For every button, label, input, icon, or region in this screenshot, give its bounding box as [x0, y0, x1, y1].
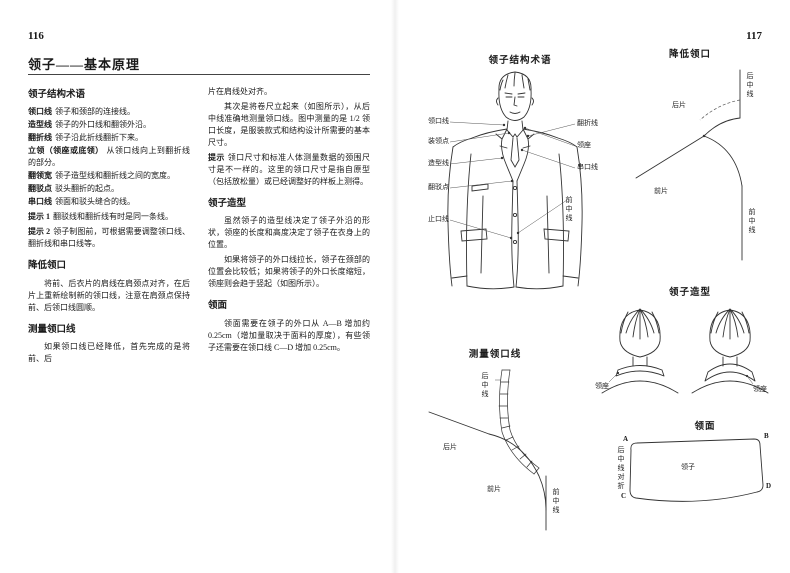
tip-label: 提示: [208, 153, 225, 162]
chapter-title: 领子——基本原理: [28, 57, 141, 72]
term-label: 翻折线: [28, 133, 52, 143]
term-text: 领子造型线和翻折线之间的宽度。: [55, 171, 175, 181]
figure-title-lower-neckline: 降低领口: [668, 50, 711, 60]
term-item: 造型线领子的外口线和翻领外沿。: [28, 119, 190, 131]
neckline-diagram: [620, 60, 780, 272]
term-item: 领口线领子和颈部的连接线。: [28, 106, 190, 118]
term-item: 翻折线领子沿此折线翻折下来。: [28, 132, 190, 144]
label-front-piece: 前片: [654, 187, 668, 195]
figure-title-measure-neckline: 测量领口线: [468, 350, 522, 360]
two-heads-drawing: [595, 298, 775, 404]
tip-2-label: 提示 2: [28, 227, 51, 237]
term-text: 领子和颈部的连接线。: [55, 107, 135, 117]
page-right: 117 领子结构术语: [395, 0, 790, 573]
paragraph: 如果将领子的外口线拉长，领子在颈部的位置会比较低；如果将领子的外口长度缩短，领座…: [208, 255, 370, 289]
figure-title-collar-face: 领面: [694, 422, 716, 432]
label-center-back: 后中线: [481, 372, 489, 399]
label-center-front: 前中线: [552, 488, 560, 515]
label-center-back-fold: 后中线对折: [617, 446, 625, 491]
title-rule: [28, 74, 370, 75]
label-back-piece: 后片: [672, 101, 686, 109]
label-center-back: 后中线: [746, 72, 754, 99]
figure-title-terminology: 领子结构术语: [488, 56, 552, 66]
term-label: 立领（领座或底领）: [28, 146, 104, 156]
term-text: 驳头翻折的起点。: [55, 184, 119, 194]
term-label: 翻驳点: [28, 184, 52, 194]
term-label: 串口线: [28, 197, 52, 207]
figure-collar-style: 领座 领座: [595, 298, 775, 404]
tape-measure-diagram: [423, 360, 583, 536]
label-front-piece: 前片: [487, 485, 501, 493]
term-item: 翻领宽领子造型线和翻折线之间的宽度。: [28, 170, 190, 182]
tip: 提示领口尺寸和标准人体测量数据的颈围尺寸是不一样的。这里的领口尺寸是指自原型（包…: [208, 152, 370, 188]
corner-a: A: [623, 435, 629, 443]
jacket-line-drawing: [415, 68, 615, 296]
paragraph: 将前、后衣片的肩线在肩颈点对齐，在后片上重新绘制新的领口线，注意在肩颈点保持前、…: [28, 278, 190, 312]
page-left: 116 领子——基本原理 领子结构术语 领口线领子和颈部的连接线。 造型线领子的…: [28, 30, 370, 368]
term-item: 串口线领面和驳头缝合的线。: [28, 196, 190, 208]
label-collar-piece: 领子: [681, 463, 695, 471]
section-heading-terms: 领子结构术语: [28, 90, 86, 100]
term-text: 领子沿此折线翻折下来。: [55, 133, 143, 143]
page-number-right: 117: [746, 30, 762, 42]
figure-lower-neckline: 后中线 后片 前片 前中线: [620, 60, 780, 272]
label-roll-line: 翻折线: [577, 119, 598, 127]
section-heading-collar-style: 领子造型: [208, 199, 247, 209]
label-gorge-line: 串口线: [577, 163, 598, 171]
term-item: 翻驳点驳头翻折的起点。: [28, 183, 190, 195]
paragraph-continuation: 片在肩线处对齐。: [208, 87, 272, 96]
page-gutter: [391, 0, 399, 573]
figure-collar-terminology: 领口线 装领点 造型线 翻驳点 止口线 翻折线 领座 串口线 前中线: [415, 68, 615, 296]
term-text: 领面和驳头缝合的线。: [55, 197, 135, 207]
corner-b: B: [764, 432, 769, 440]
label-center-front: 前中线: [565, 196, 573, 223]
paragraph: 虽然领子的造型线决定了领子外沿的形状，领座的长度和高度决定了领子在衣身上的位置。: [208, 216, 370, 250]
figure-collar-face: A B C D 领子 后中线对折: [617, 430, 777, 525]
term-label: 造型线: [28, 120, 52, 130]
label-center-front: 前中线: [748, 208, 756, 235]
term-text: 领子的外口线和翻领外沿。: [55, 120, 151, 130]
left-column: 领子结构术语 领口线领子和颈部的连接线。 造型线领子的外口线和翻领外沿。 翻折线…: [28, 86, 190, 368]
paragraph: 如果领口线已经降低，首先完成的是将前、后: [28, 341, 190, 363]
section-heading-lower-neckline: 降低领口: [28, 261, 67, 272]
paragraph: 领面需要在领子的外口从 A—B 增加约 0.25cm（增加量取决于面料的厚度），…: [208, 318, 370, 352]
term-label: 翻领宽: [28, 171, 52, 181]
label-break-point: 翻驳点: [428, 183, 449, 191]
term-label: 领口线: [28, 107, 52, 117]
label-back-piece: 后片: [443, 443, 457, 451]
label-collar-stand: 领座: [577, 141, 591, 149]
label-collar-stand-right: 领座: [753, 385, 767, 393]
label-front-edge: 止口线: [428, 215, 449, 223]
figure-title-collar-style: 领子造型: [668, 288, 711, 298]
collar-pattern-drawing: [617, 430, 777, 525]
label-neckline: 领口线: [428, 117, 449, 125]
label-style-line: 造型线: [428, 159, 449, 167]
page-number-left: 116: [28, 30, 44, 42]
term-item: 立领（领座或底领）从领口线向上到翻折线的部分。: [28, 145, 190, 169]
tip-1-text: 翻驳线和翻折线有时是同一条线。: [53, 212, 173, 222]
section-heading-measure-neckline: 测量领口线: [28, 324, 76, 335]
label-collar-stand-left: 领座: [595, 382, 609, 390]
corner-d: D: [766, 482, 772, 490]
corner-c: C: [621, 492, 627, 500]
label-collar-attach-point: 装领点: [428, 137, 449, 145]
paragraph: 其次是将卷尺立起来（如图所示），从后中线准确地测量领口线。图中测量的是 1/2 …: [208, 102, 370, 147]
figure-measure-neckline: 后中线 后片 前片 前中线: [423, 360, 583, 536]
tip-2-text: 领子制图前，可根据需要调整领口线、翻折线和串口线等。: [28, 227, 191, 249]
tip-text: 领口尺寸和标准人体测量数据的颈围尺寸是不一样的。这里的领口尺寸是指自原型（包括放…: [208, 153, 371, 186]
tip-1-label: 提示 1: [28, 212, 50, 222]
right-column: 片在肩线处对齐。 其次是将卷尺立起来（如图所示），从后中线准确地测量领口线。图中…: [208, 86, 370, 368]
term-text: 从领口线向上到翻折线的部分。: [28, 146, 190, 168]
section-heading-collar-face: 领面: [208, 301, 228, 312]
text-columns: 领子结构术语 领口线领子和颈部的连接线。 造型线领子的外口线和翻领外沿。 翻折线…: [28, 86, 370, 368]
